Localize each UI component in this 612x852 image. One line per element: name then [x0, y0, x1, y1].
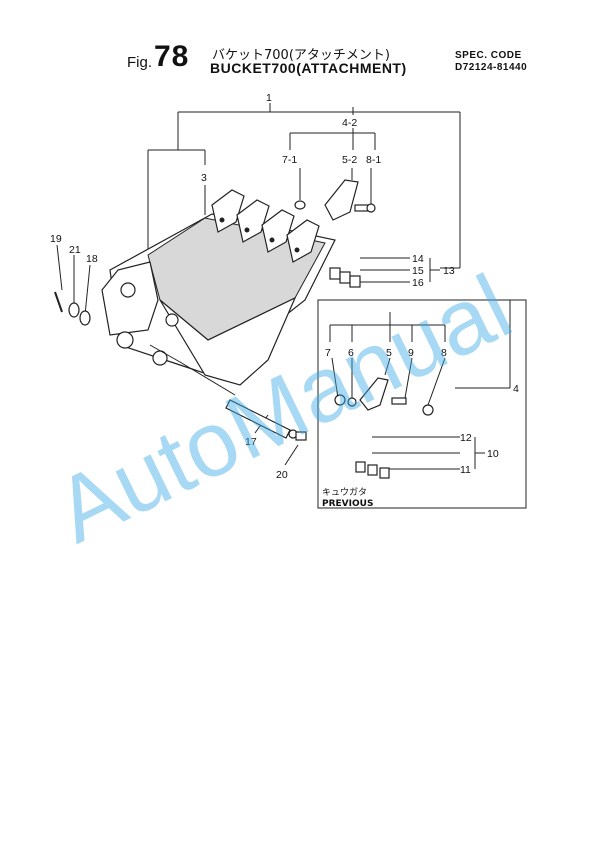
callout-lines-main: [56, 103, 461, 466]
callout-8: 8: [441, 347, 447, 359]
callout-numbers: 1 4-2 7-1 5-2 8-1 3 19 21 18 14 15 16 13…: [50, 92, 519, 509]
callout-20: 20: [276, 469, 288, 481]
callout-4: 4: [513, 383, 519, 395]
bucket-teeth: [211, 189, 320, 263]
callout-4-2: 4-2: [342, 117, 357, 129]
callout-15: 15: [412, 265, 424, 277]
callout-17: 17: [245, 436, 257, 448]
callout-9: 9: [408, 347, 414, 359]
pin-assembly: [225, 399, 307, 441]
callout-19: 19: [50, 233, 62, 245]
callout-8-1: 8-1: [366, 154, 381, 166]
spec-code-value: D72124-81440: [455, 62, 528, 73]
callout-5: 5: [386, 347, 392, 359]
callout-12: 12: [460, 432, 472, 444]
previous-label-jp: キュウガタ: [322, 487, 367, 498]
callout-10: 10: [487, 448, 499, 460]
callout-13: 13: [443, 265, 455, 277]
side-pin-parts: [54, 291, 91, 326]
title-japanese: バケット700(アタッチメント): [212, 48, 390, 63]
fig-number: 78: [154, 40, 190, 73]
title-english: BUCKET700(ATTACHMENT): [210, 60, 407, 76]
callout-21: 21: [69, 244, 81, 256]
callout-11: 11: [460, 464, 471, 476]
spec-code-label: SPEC. CODE: [455, 50, 522, 61]
callout-16: 16: [412, 277, 424, 289]
callout-1: 1: [266, 92, 272, 104]
shims-13: [329, 267, 361, 288]
previous-label-en: PREVIOUS: [322, 499, 373, 509]
callout-6: 6: [348, 347, 354, 359]
callout-3: 3: [201, 172, 207, 184]
callout-5-2: 5-2: [342, 154, 357, 166]
tooth-assembly-4-2: [294, 179, 376, 221]
callout-7: 7: [325, 347, 331, 359]
callout-14: 14: [412, 253, 424, 265]
callout-18: 18: [86, 253, 98, 265]
fig-label: Fig.: [127, 54, 153, 71]
callout-7-1: 7-1: [282, 154, 297, 166]
inset-previous: [317, 299, 527, 509]
bucket-body: [101, 213, 336, 396]
